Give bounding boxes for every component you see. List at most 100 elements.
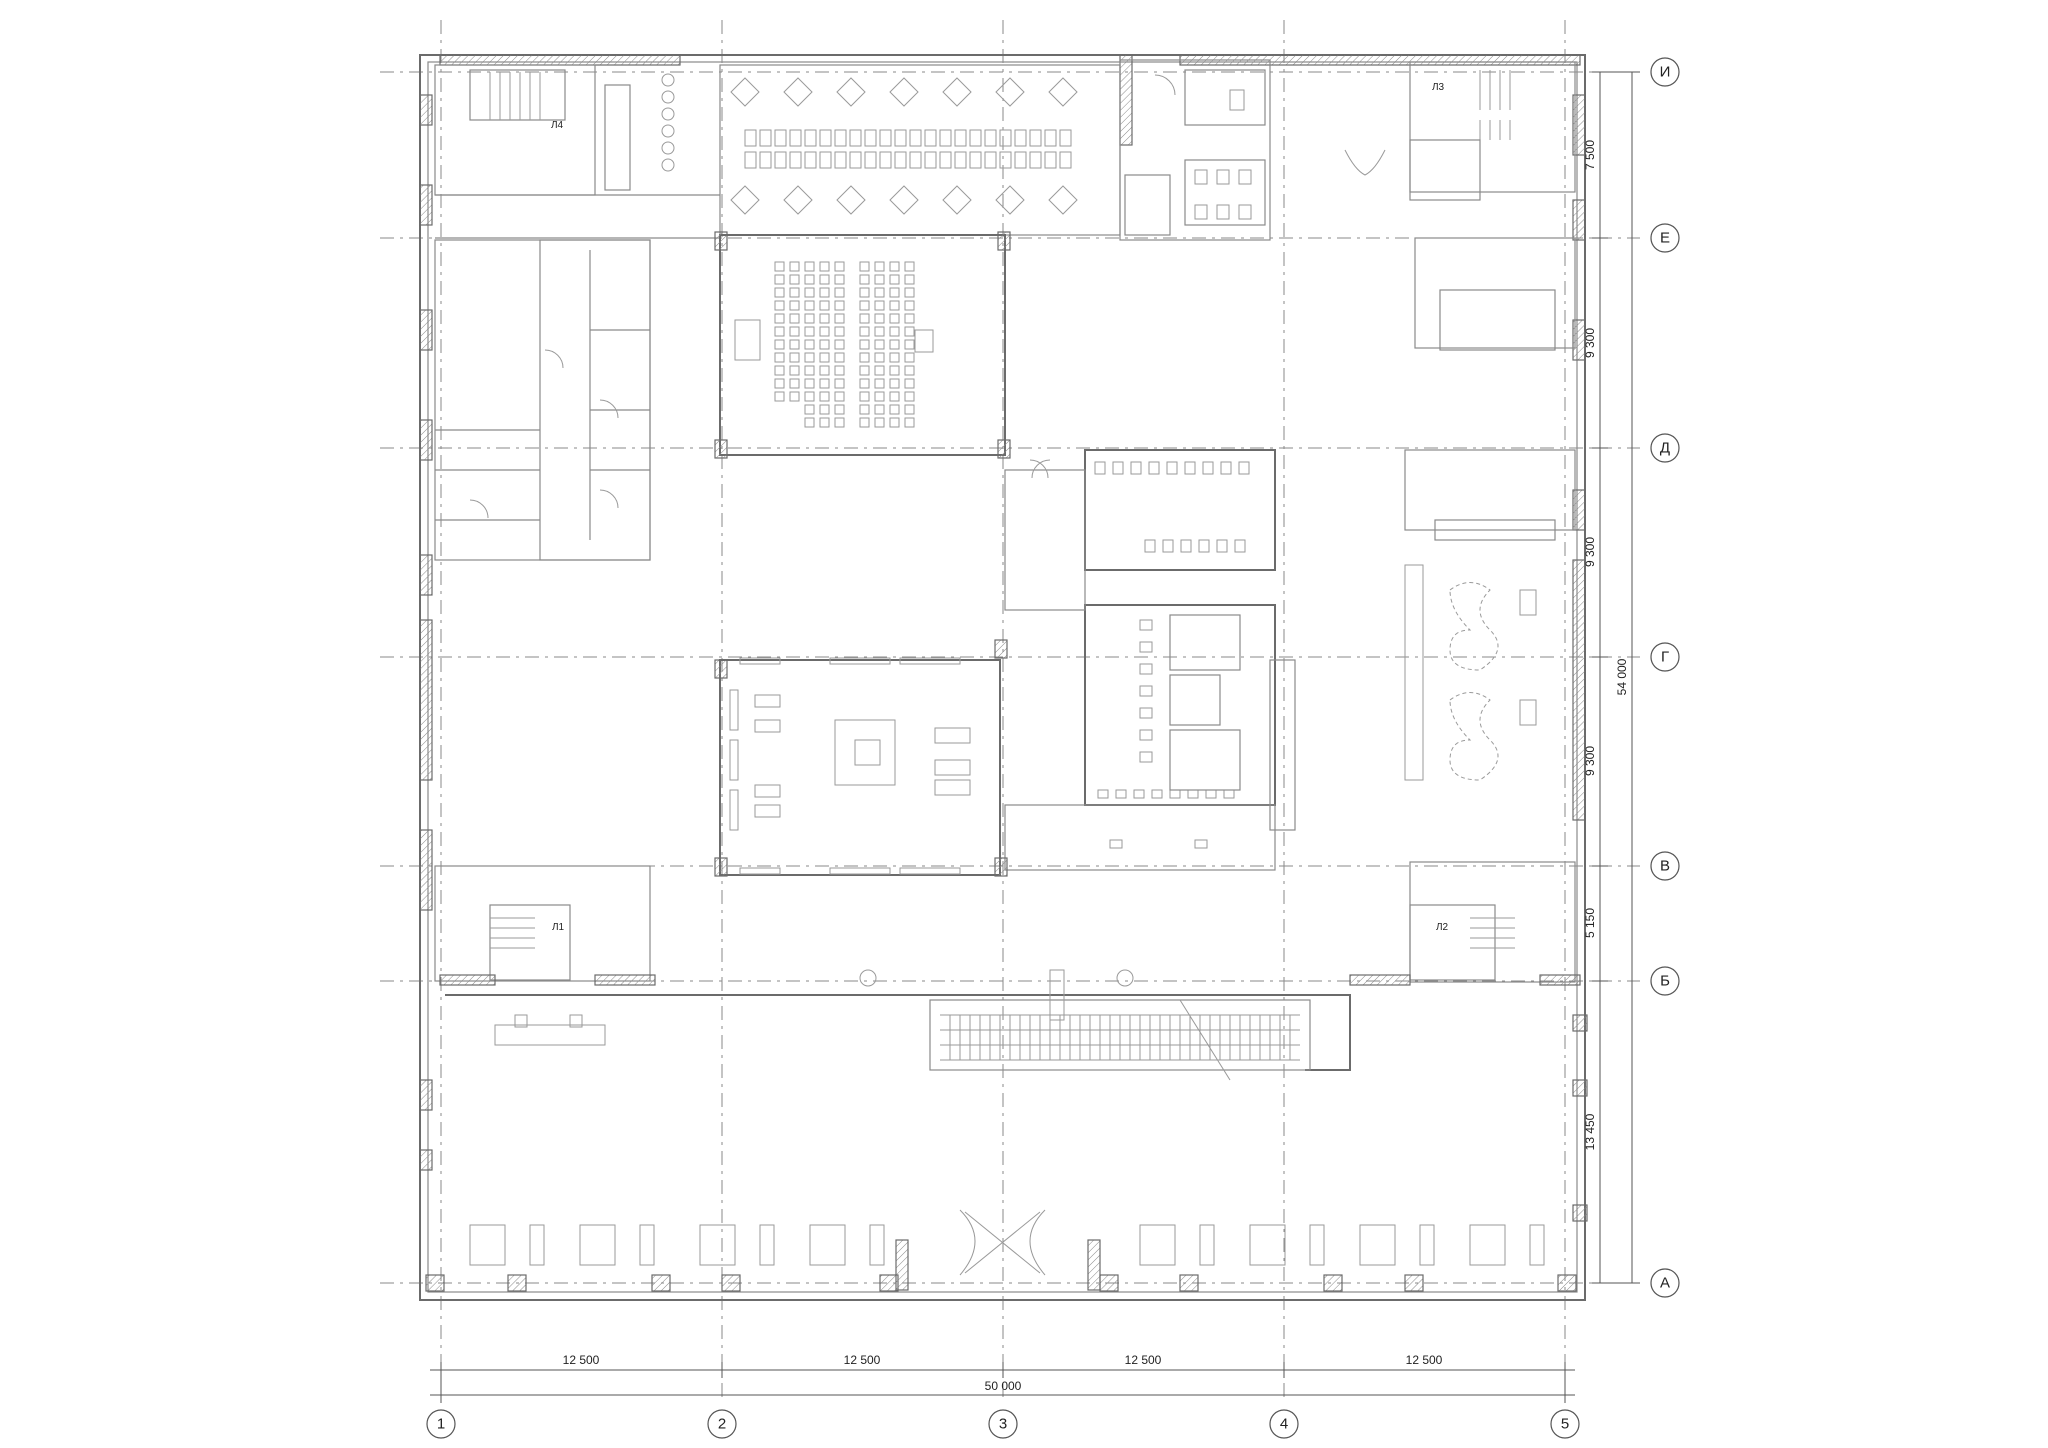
auditorium-seat (859, 261, 870, 272)
grid-lines (380, 20, 1640, 1400)
cafe-table-diamond (889, 77, 919, 107)
auditorium-seat (834, 365, 845, 376)
auditorium-seat (904, 391, 915, 402)
auditorium-seat (819, 352, 830, 363)
auditorium-seat (834, 261, 845, 272)
toilet-stall (1220, 461, 1232, 475)
auditorium-seat (819, 326, 830, 337)
display-plinth (1309, 1224, 1325, 1266)
auditorium-seat (804, 274, 815, 285)
axis-row-e: Е (1660, 230, 1670, 247)
auditorium-seat (804, 378, 815, 389)
cafe-seat (864, 129, 877, 147)
axis-column-5: 5 (1561, 1416, 1569, 1433)
auditorium-seat (874, 274, 885, 285)
auditorium-seat (889, 352, 900, 363)
auditorium-seat (789, 391, 800, 402)
auditorium-seat (889, 274, 900, 285)
auditorium-seat (834, 287, 845, 298)
zone-top-right: Л3 (1409, 61, 1576, 351)
dim-span-2-3: 12 500 (844, 1353, 881, 1367)
main-lobby (445, 969, 1351, 1276)
cafe-table-diamond (836, 77, 866, 107)
central-wc-core (1004, 449, 1276, 871)
cafe-seat (1014, 151, 1027, 169)
auditorium-seat (774, 300, 785, 311)
auditorium-seat (789, 274, 800, 285)
cafe-seat (819, 129, 832, 147)
display-plinths (469, 1224, 1545, 1266)
auditorium-seat (889, 417, 900, 428)
auditorium-seat (889, 339, 900, 350)
cafe-table-diamond (942, 185, 972, 215)
auditorium-seat (819, 417, 830, 428)
axis-column-4: 4 (1280, 1416, 1288, 1433)
auditorium-seat (789, 352, 800, 363)
cafe-seat (969, 151, 982, 169)
auditorium-seat (774, 313, 785, 324)
toilet-stall (1112, 461, 1124, 475)
cafe-seat (744, 151, 757, 169)
toilet-stall (1144, 539, 1156, 553)
cafe-table-diamond (942, 77, 972, 107)
auditorium-seat (904, 300, 915, 311)
display-plinth (1249, 1224, 1286, 1266)
dim-span-1-2: 12 500 (563, 1353, 600, 1367)
zone-right-display (1269, 449, 1576, 831)
toilet-stall (1187, 789, 1199, 799)
cafe-seat (909, 129, 922, 147)
auditorium-seat (819, 274, 830, 285)
stair-label-l4: Л4 (551, 120, 564, 131)
toilet-stall (1115, 789, 1127, 799)
auditorium-seat (804, 391, 815, 402)
axis-row-a: А (1660, 1275, 1670, 1292)
auditorium-seat (804, 313, 815, 324)
auditorium-seat (859, 404, 870, 415)
cafe-seat (1029, 151, 1042, 169)
lounge-area (714, 639, 1008, 877)
conference-hall (714, 231, 1011, 459)
display-plinth (1139, 1224, 1176, 1266)
display-plinth (1419, 1224, 1435, 1266)
auditorium-seat (774, 339, 785, 350)
auditorium-seat (874, 326, 885, 337)
cafe-seat (789, 151, 802, 169)
auditorium-seat (859, 352, 870, 363)
cafe-seat (759, 129, 772, 147)
auditorium-seat (889, 378, 900, 389)
auditorium-seat (859, 339, 870, 350)
cafe-seat (984, 151, 997, 169)
cafe-seat (819, 151, 832, 169)
dim-span-4-5: 12 500 (1406, 1353, 1443, 1367)
auditorium-seat (774, 287, 785, 298)
cafe-table-diamond (836, 185, 866, 215)
column-axis-markers: 1 2 3 4 5 (426, 1409, 1580, 1439)
dim-span-i-e: 7 500 (1583, 140, 1597, 170)
toilet-stall (1133, 789, 1145, 799)
cafe-seat (1044, 151, 1057, 169)
cafe-table-diamond (1048, 185, 1078, 215)
cafe-seat (834, 129, 847, 147)
auditorium-seat (904, 287, 915, 298)
display-plinth (1469, 1224, 1506, 1266)
auditorium-seat (789, 287, 800, 298)
auditorium-seat (859, 391, 870, 402)
auditorium-seat (904, 417, 915, 428)
display-plinth (639, 1224, 655, 1266)
toilet-stall (1216, 539, 1228, 553)
auditorium-seat (804, 417, 815, 428)
auditorium-seat (834, 326, 845, 337)
auditorium-seat (804, 352, 815, 363)
cafe-table-diamond (889, 185, 919, 215)
auditorium-seat (874, 261, 885, 272)
row-axis-markers: И Е Д Г В Б А (1650, 57, 1680, 1298)
cafe-area (719, 64, 1121, 236)
display-plinth (1529, 1224, 1545, 1266)
auditorium-seat (889, 261, 900, 272)
auditorium-seat (859, 274, 870, 285)
display-plinth (1199, 1224, 1215, 1266)
axis-row-d: Д (1660, 440, 1670, 457)
axis-column-1: 1 (437, 1416, 445, 1433)
axis-row-v: В (1660, 858, 1670, 875)
cafe-seat (849, 151, 862, 169)
